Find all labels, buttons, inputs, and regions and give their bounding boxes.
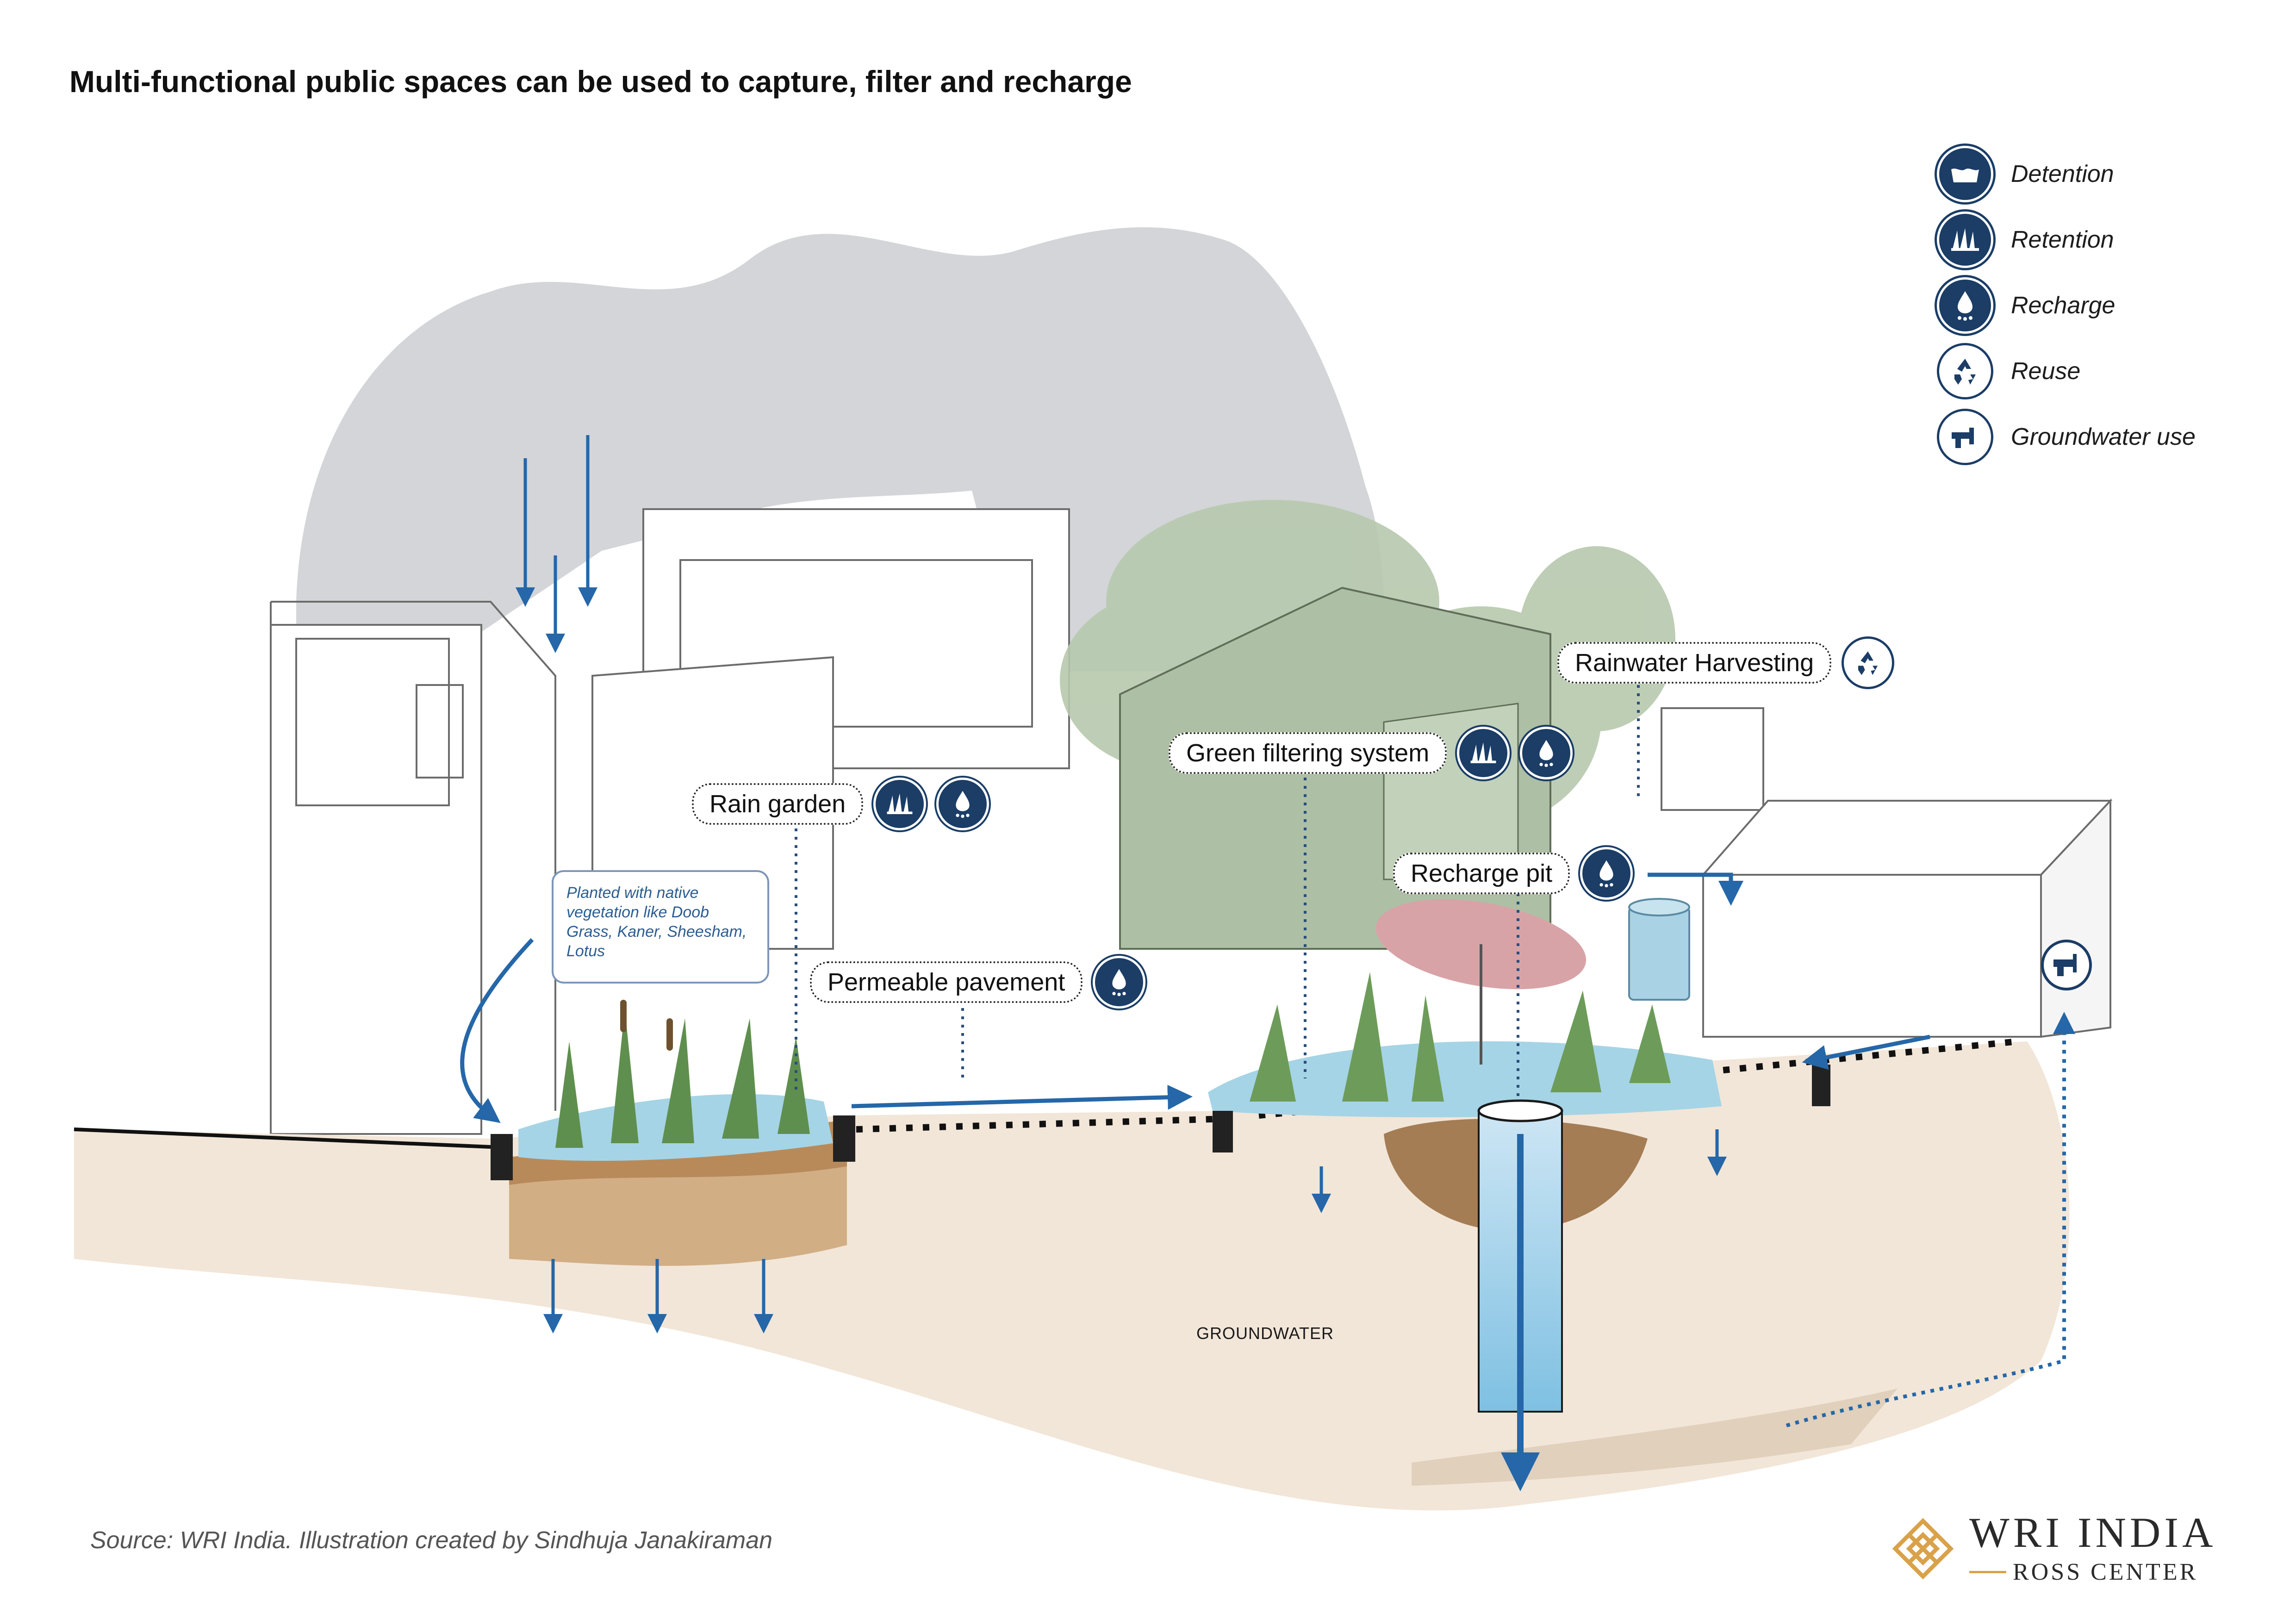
callout-label: Permeable pavement	[810, 961, 1083, 1003]
recharge-shaft	[1477, 1099, 1563, 1491]
infiltration-arrows	[543, 1129, 1727, 1333]
water-tank	[1628, 898, 1690, 1001]
legend-item-retention: Retention	[1937, 207, 2196, 273]
source-credit: Source: WRI India. Illustration created …	[90, 1527, 773, 1554]
flow-arrows	[460, 872, 1930, 1123]
pavement-dashes	[856, 1038, 2018, 1133]
recharge-icon	[1093, 956, 1146, 1009]
legend-label: Retention	[2011, 226, 2114, 253]
legend-label: Detention	[2011, 161, 2114, 187]
detention-icon	[1937, 146, 1993, 202]
callout-label: Recharge pit	[1393, 853, 1570, 894]
legend-item-reuse: Reuse	[1937, 338, 2196, 404]
wri-knot-icon	[1892, 1518, 1954, 1579]
recharge-icon	[1520, 727, 1573, 779]
logo-main-text: WRI INDIA	[1969, 1509, 2217, 1556]
groundwater-label: GROUNDWATER	[1196, 1324, 1334, 1343]
recharge-icon	[1580, 847, 1633, 900]
sky-backdrop	[296, 227, 1384, 676]
callout-leaders	[795, 685, 1640, 1097]
callout-rainwater-harvesting: Rainwater Harvesting	[1557, 636, 1895, 689]
reuse-icon	[1842, 636, 1895, 689]
callout-recharge-pit: Recharge pit	[1393, 847, 1633, 900]
groundwater-use-icon	[1937, 409, 1993, 465]
street-level-line	[74, 1127, 491, 1149]
callout-permeable-pavement: Permeable pavement	[810, 956, 1146, 1009]
recharge-icon	[1937, 277, 1993, 334]
callout-label: Rain garden	[692, 783, 864, 825]
recharge-icon	[936, 778, 989, 830]
curb-posts	[491, 1065, 1830, 1180]
logo-sub-text: ROSS CENTER	[2013, 1559, 2198, 1585]
page-title: Multi-functional public spaces can be us…	[69, 64, 1132, 99]
groundwater-use-icon	[2041, 940, 2092, 990]
retention-icon	[1937, 212, 1993, 268]
legend-item-recharge: Recharge	[1937, 273, 2196, 338]
logo-rule	[1969, 1571, 2006, 1573]
legend: Detention Retention Recharge Reuse Groun…	[1937, 141, 2196, 470]
retention-icon	[873, 778, 927, 830]
reuse-icon	[1937, 343, 1993, 399]
legend-label: Recharge	[2011, 292, 2116, 319]
callout-rain-garden: Rain garden	[692, 778, 989, 830]
callout-label: Rainwater Harvesting	[1557, 642, 1832, 684]
legend-label: Reuse	[2011, 358, 2081, 385]
planting-note: Planted with native vegetation like Doob…	[552, 870, 769, 984]
legend-item-detention: Detention	[1937, 141, 2196, 207]
callout-green-filtering-system: Green filtering system	[1169, 727, 1573, 779]
wri-india-logo: WRI INDIA ROSS CENTER	[1891, 1511, 2216, 1586]
legend-item-groundwater-use: Groundwater use	[1937, 404, 2196, 470]
callout-label: Green filtering system	[1169, 732, 1447, 774]
rain-arrows	[516, 435, 597, 653]
rain-garden-bed	[509, 1000, 847, 1266]
right-shops	[1701, 798, 2113, 1038]
retention-icon	[1457, 727, 1510, 779]
legend-label: Groundwater use	[2011, 424, 2196, 450]
